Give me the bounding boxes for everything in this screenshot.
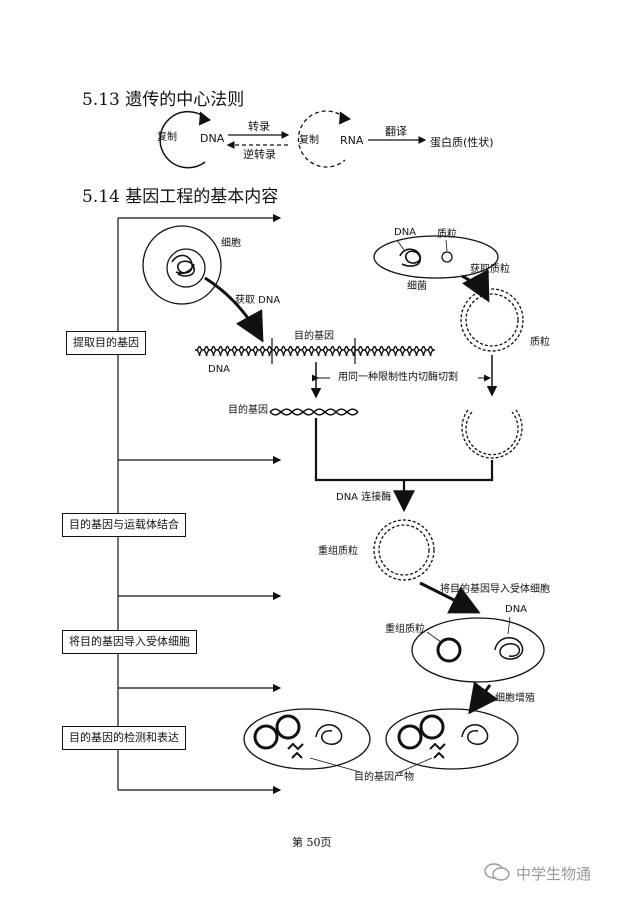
introduce-label: 将目的基因导入受体细胞	[440, 584, 550, 595]
watermark-text: 中学生物通	[516, 865, 592, 883]
dna-strand-label: DNA	[208, 364, 231, 375]
gene-product-left	[287, 742, 304, 759]
gene-product-right	[429, 742, 446, 759]
ligase-label: DNA 连接酶	[336, 492, 392, 503]
fragment-to-ligase-path	[314, 418, 404, 482]
transcription-label: 转录	[248, 120, 270, 133]
dna-double-helix	[195, 346, 435, 356]
opened-plasmid	[465, 411, 519, 456]
dna-replication-loop	[159, 110, 209, 169]
target-gene-top-label: 目的基因	[294, 331, 334, 342]
recipient-recombinant-plasmid	[436, 637, 462, 663]
recombinant-plasmid	[373, 519, 435, 581]
bacterium	[373, 235, 499, 279]
get-dna-label: 获取 DNA	[235, 295, 281, 306]
step-box-extract-gene: 提取目的基因	[66, 331, 146, 355]
reverse-transcription-label: 逆转录	[243, 148, 276, 161]
plasmid-top-label: 质粒	[437, 229, 457, 240]
dna-label: DNA	[200, 132, 225, 145]
bacterium-dna	[399, 248, 421, 267]
rna-label: RNA	[340, 134, 364, 147]
recipient-dna	[494, 637, 524, 660]
bacteria-dna-label: DNA	[394, 227, 417, 238]
recipient-cell	[411, 617, 545, 683]
same-enzyme-label: 用同一种限制性内切酶切割	[338, 372, 458, 383]
bacterium-label: 细菌	[407, 281, 427, 292]
translation-label: 翻译	[385, 125, 407, 138]
cell-label: 细胞	[221, 238, 241, 249]
watermark-logo-icon	[484, 862, 510, 882]
step-box-combine-vector: 目的基因与运载体结合	[62, 513, 186, 537]
step-box-detect-express: 目的基因的检测和表达	[62, 726, 186, 750]
daughter-cell-right	[385, 708, 519, 770]
gene-product-label: 目的基因产物	[354, 772, 414, 783]
target-gene-fragment-label: 目的基因	[228, 405, 268, 416]
nucleus-dna-tangle	[171, 254, 195, 277]
recipient-plasmid-label: 重组质粒	[385, 624, 425, 635]
rna-replication-loop	[297, 110, 346, 168]
plasmid-to-ligase-path	[404, 460, 494, 482]
plasmid-right-label: 质粒	[530, 337, 550, 348]
recipient-dna-label: DNA	[505, 604, 528, 615]
bacterium-plasmid	[441, 251, 453, 263]
section-heading-central-dogma: 5.13 遗传的中心法则	[82, 90, 245, 110]
replicate-left-label: 复制	[157, 132, 177, 143]
protein-label: 蛋白质(性状)	[430, 136, 494, 149]
source-cell	[142, 225, 222, 305]
recombinant-plasmid-label: 重组质粒	[318, 546, 358, 557]
step-box-introduce-cell: 将目的基因导入受体细胞	[62, 630, 197, 654]
get-dna-arrow	[204, 276, 264, 343]
plasmid-ring	[460, 288, 524, 352]
daughter-cell-left	[243, 708, 371, 770]
replicate-right-label: 复制	[299, 135, 319, 146]
get-plasmid-label: 获取质粒	[470, 264, 510, 275]
page-number: 第 50页	[292, 836, 332, 849]
section-heading-genetic-engineering: 5.14 基因工程的基本内容	[82, 187, 279, 207]
dna-replication-arrowhead	[198, 111, 211, 126]
proliferate-label: 细胞增殖	[495, 693, 535, 704]
source-cell-nucleus	[166, 248, 206, 288]
